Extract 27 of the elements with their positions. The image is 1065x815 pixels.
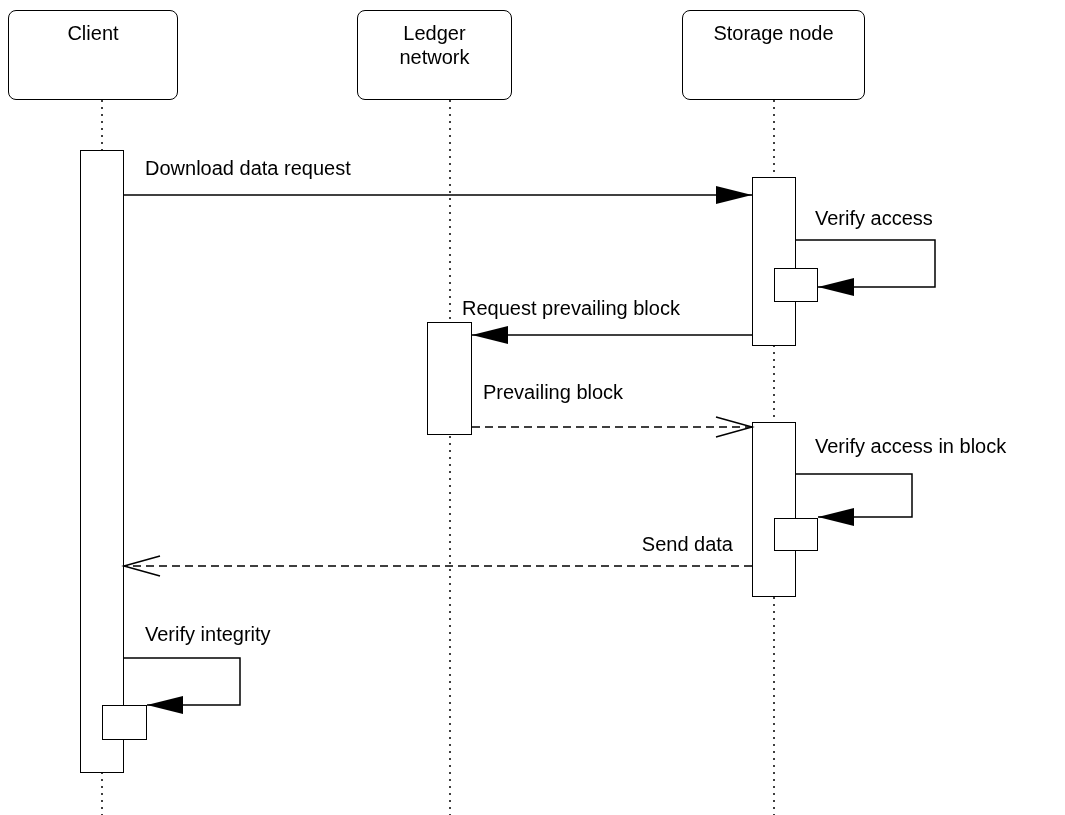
participant-box (357, 10, 512, 100)
message-label: Verify integrity (145, 622, 271, 646)
participant-box (682, 10, 865, 100)
activation-bar (752, 422, 796, 597)
message-label: Prevailing block (483, 380, 624, 404)
message-label: Download data request (145, 156, 351, 180)
participant-name: Ledger network (398, 21, 471, 69)
arrow (123, 555, 753, 577)
participant-name: Storage node (713, 21, 834, 45)
participant-box (8, 10, 178, 100)
arrow (123, 186, 753, 204)
arrow (123, 657, 241, 714)
arrow (795, 239, 936, 296)
message-label: Verify access in block (815, 434, 1007, 458)
arrow (795, 473, 913, 526)
arrow (471, 326, 753, 344)
arrow (471, 416, 753, 438)
activation-bar (80, 150, 124, 773)
message-label: Send data (641, 532, 733, 556)
participant-name: Client (67, 21, 119, 45)
activation-bar (752, 177, 796, 346)
activation-bar (774, 268, 818, 302)
activation-bar (102, 705, 147, 740)
activation-bar (427, 322, 472, 435)
message-label: Request prevailing block (462, 296, 680, 320)
activation-bar (774, 518, 818, 551)
message-label: Verify access (815, 206, 933, 230)
